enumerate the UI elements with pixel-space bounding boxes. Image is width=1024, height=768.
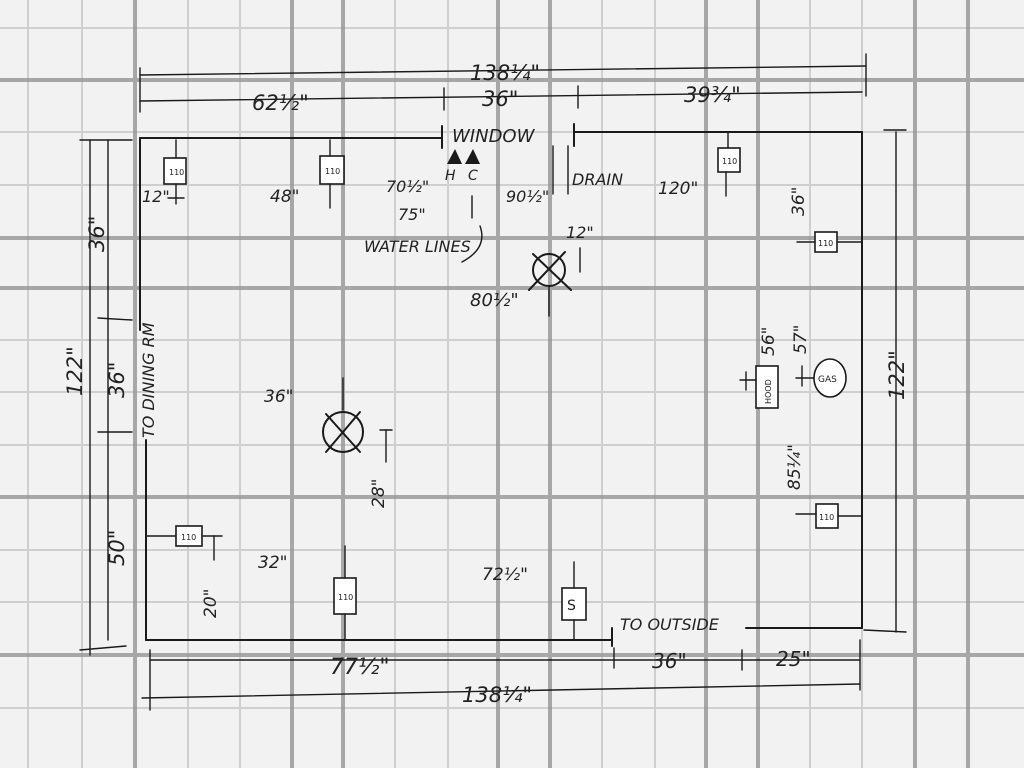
dimension-lines [79,53,907,711]
dimension-labels: 138¼" 62½" 36" 39¾" 77½" 36" 25" 138¼" 1… [63,61,909,707]
dim-right-total: 122" [885,350,909,400]
dim-top-left: 62½" [252,91,309,115]
electrical-fixtures: 110 110 110 110 HOOD [145,131,863,641]
measure-drain: 90½" [506,187,549,206]
outlet-left-lower: 110 [145,525,223,561]
light-switch: S [561,561,587,641]
measure-hood: 56" [759,327,779,356]
measure-hot-water: 70½" [386,177,429,196]
measure-outlet-right-top: 36" [789,187,809,216]
outlet-bottom-left: 110 [333,545,357,641]
drain-label: DRAIN [572,170,623,189]
measure-light-middle: 36" [264,387,293,407]
measure-outlet-right-lower: 85¼" [785,444,805,490]
measure-water-lines: 75" [398,205,426,224]
measure-outlet-top: 48" [270,187,299,207]
hot-label: H [445,168,456,184]
svg-text:110: 110 [819,513,834,522]
dim-left-top: 36" [85,216,109,252]
dim-left-total: 122" [63,346,87,396]
ceiling-light-middle [322,377,393,463]
water-lines-arrow [461,225,483,263]
measure-outlet-top-right: 120" [658,179,698,199]
measurement-labels: 12" 48" 70½" 75" 90½" 12" 80½" 120" 36" … [142,177,811,618]
water-lines-label: WATER LINES [364,237,471,256]
measure-light-middle-height: 28" [369,479,389,508]
cold-label: C [468,168,478,184]
dim-bottom-left: 77½" [330,655,389,680]
dim-top-total: 138¼" [470,61,540,85]
dim-bottom-mid: 36" [652,649,687,673]
to-outside-label: TO OUTSIDE [620,615,720,634]
hot-water-icon [447,149,462,164]
svg-text:110: 110 [325,167,340,176]
measure-switch: 72½" [482,565,528,585]
range-hood: HOOD [739,365,779,409]
svg-text:110: 110 [169,168,184,177]
dim-left-mid: 36" [105,362,129,398]
svg-text:110: 110 [338,593,353,602]
cold-water-icon [465,149,480,164]
ceiling-light-top [528,247,581,317]
measure-outlet-left-lower: 20" [201,589,221,618]
dim-left-bottom: 50" [105,530,129,566]
svg-text:110: 110 [181,533,196,542]
to-dining-room-label: TO DINING RM [139,322,158,438]
window-label: WINDOW [452,126,536,147]
outlet-right-lower: 110 [795,503,863,529]
dim-bottom-right: 25" [776,647,811,671]
svg-text:110: 110 [818,239,833,248]
outlet-top-left: 110 [163,139,187,205]
outlet-top-right: 110 [717,131,741,197]
gas-line: GAS [795,358,847,398]
room-walls [139,123,863,647]
svg-text:110: 110 [722,157,737,166]
ceiling-lights [322,247,581,463]
measure-light-top: 80½" [470,290,519,311]
svg-text:S: S [567,598,576,614]
dim-top-mid: 36" [482,87,518,111]
room-labels: WINDOW H C DRAIN WATER LINES TO DINING R… [139,126,720,634]
outlet-top-middle: 110 [319,139,345,209]
measure-outlet-bottom-left: 32" [258,553,287,573]
measure-gas: 57" [791,325,811,354]
dim-top-right: 39¾" [684,83,741,107]
measure-light-top-offset: 12" [566,223,594,242]
svg-text:HOOD: HOOD [764,379,773,404]
dim-bottom-total: 138¼" [462,683,532,707]
outlet-right-upper: 110 [796,231,863,253]
svg-text:GAS: GAS [818,375,837,385]
measure-outlet-left-top: 12" [142,187,170,206]
